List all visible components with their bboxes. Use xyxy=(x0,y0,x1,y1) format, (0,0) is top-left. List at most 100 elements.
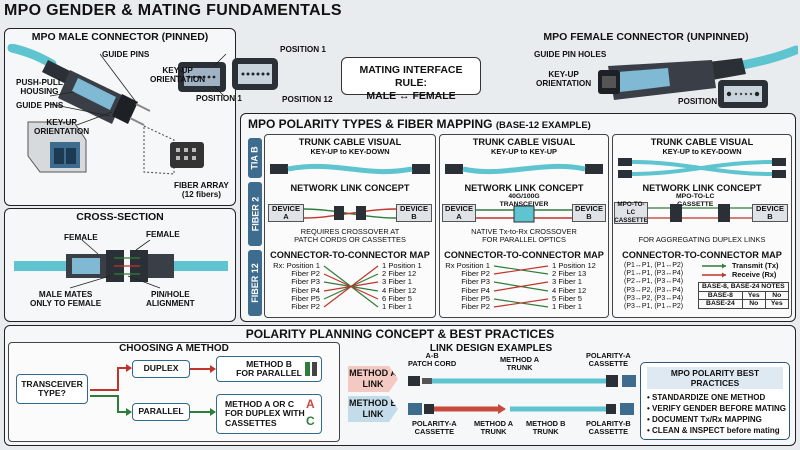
col3-link-visual xyxy=(648,204,752,222)
guide-pins-left-label: GUIDE PINS xyxy=(16,101,64,110)
female-connector-heading: MPO FEMALE CONNECTOR (UNPINNED) xyxy=(543,31,749,43)
duplex-box: DUPLEX xyxy=(132,360,190,378)
col1-link-visual xyxy=(304,206,396,220)
push-pull-label: PUSH-PULL HOUSING xyxy=(16,78,63,96)
col3-cassette-top: MPO-TO-LC CASSETTE xyxy=(676,193,715,209)
best-practice-item: • CLEAN & INSPECT before mating xyxy=(647,426,780,435)
col2-trunk-visual xyxy=(445,163,603,175)
col3-link-title: NETWORK LINK CONCEPT xyxy=(642,183,762,193)
key-up-top-label: KEY-UP ORIENTATION xyxy=(150,66,206,84)
method-b-line1: METHOD B xyxy=(246,358,292,369)
method-ac-box: METHOD A OR C FOR DUPLEX WITH CASSETTES xyxy=(216,394,322,434)
col2-device-a: DEVICE A xyxy=(442,204,476,222)
guide-holes-label: GUIDE PIN HOLES xyxy=(534,50,607,59)
method-ac-line2: FOR DUPLEX WITH CASSETTES xyxy=(225,408,305,428)
col1-map-right: 1 Position 1 2 Fiber 12 3 Fiber 1 4 Fibe… xyxy=(382,261,422,312)
col1-device-b: DEVICE B xyxy=(396,204,432,222)
female-connector-illustration xyxy=(598,45,798,108)
col1-trunk-visual xyxy=(270,163,430,175)
best-practices-box: MPO POLARITY BEST PRACTICES • STANDARDIZ… xyxy=(640,362,790,440)
male-connector-illustration xyxy=(7,44,227,175)
sidebar-fiber-12: FIBER 12 xyxy=(248,250,262,316)
notes-cell: Yes xyxy=(741,290,766,300)
female-key-up-label: KEY-UP ORIENTATION xyxy=(536,70,592,88)
parallel-box: PARALLEL xyxy=(132,403,190,421)
col3-trunk-sub: KEY-UP to KEY-DOWN xyxy=(662,147,742,156)
col2-map-title: CONNECTOR-TO-CONNECTOR MAP xyxy=(444,250,604,260)
pin-hole-label: PIN/HOLE ALIGNMENT xyxy=(146,290,195,308)
col3-device-b: DEVICE B xyxy=(752,204,788,222)
best-practice-item: • VERIFY GENDER BEFORE MATING xyxy=(647,404,786,413)
position-1-left-label: POSITION 1 xyxy=(196,94,242,103)
col3-map-title: CONNECTOR-TO-CONNECTOR MAP xyxy=(622,250,782,260)
sidebar-fiber-2: FIBER 2 xyxy=(248,182,262,246)
col3-trunk-title: TRUNK CABLE VISUAL xyxy=(650,137,754,147)
female-right-label: FEMALE xyxy=(146,230,180,239)
col2-map-left: Rx Position 1 Fiber P2 Fiber P3 Fiber P4… xyxy=(445,261,490,312)
method-a-link-visual xyxy=(408,375,636,387)
method-b-trunk-bottom-label: METHOD B TRUNK xyxy=(526,419,566,437)
method-a-trunk-bottom-label: METHOD A TRUNK xyxy=(474,419,514,437)
method-a-trunk-label: METHOD A TRUNK xyxy=(500,355,540,373)
col2-trunk-sub: KEY-UP to KEY-UP xyxy=(491,147,557,156)
transceiver-type-box: TRANSCEIVER TYPE? xyxy=(16,374,88,404)
col2-trunk-title: TRUNK CABLE VISUAL xyxy=(472,137,576,147)
col3-legend-lines xyxy=(702,263,726,278)
position-12-label: POSITION 12 xyxy=(282,95,333,104)
col3-cassette-left: MPO-TO-LC CASSETTE xyxy=(614,201,648,224)
letter-a: A xyxy=(306,397,315,411)
mating-rule-line2: MALE ↔ FEMALE xyxy=(366,90,456,102)
male-mates-label: MALE MATES ONLY TO FEMALE xyxy=(30,290,102,308)
col1-map-lines xyxy=(323,265,379,308)
position-2-label: POSITION 2 xyxy=(678,97,724,106)
col1-trunk-sub: KEY-UP to KEY-DOWN xyxy=(310,147,390,156)
method-b-link-visual xyxy=(408,403,634,415)
cross-section-illustration xyxy=(14,240,228,289)
col2-map-lines xyxy=(493,265,549,308)
ab-patch-label: A-B PATCH CORD xyxy=(408,351,457,369)
col3-legend-rx: Receive (Rx) xyxy=(732,270,777,279)
letter-c: C xyxy=(306,414,315,428)
polarity-a-bottom-label: POLARITY-A CASSETTE xyxy=(412,419,457,437)
method-ac-line1: METHOD A OR C xyxy=(225,398,295,409)
male-face-view xyxy=(232,58,278,90)
best-practice-item: • DOCUMENT Tx/Rx MAPPING xyxy=(647,415,762,424)
notes-cell: BASE-24 xyxy=(698,299,743,309)
col3-map-left: (P1↔P1, (P1↔P2) (P1↔P1, (P3↔P4) (P2↔P1, … xyxy=(624,262,684,311)
polarity-heading: MPO POLARITY TYPES & FIBER MAPPING (BASE… xyxy=(248,117,591,131)
cross-section-heading: CROSS-SECTION xyxy=(76,211,164,223)
method-b-link-tag: METHOD B LINK xyxy=(348,396,398,422)
link-heading: LINK DESIGN EXAMPLES xyxy=(429,343,553,354)
best-practices-heading: MPO POLARITY BEST PRACTICES xyxy=(647,367,783,389)
choose-heading: CHOOSING A METHOD xyxy=(119,343,229,354)
choose-flow-arrows xyxy=(90,364,216,416)
col2-link-visual xyxy=(476,205,572,223)
col3-trunk-visual xyxy=(618,158,786,178)
col2-map-right: 1 Position 12 2 Fiber 13 3 Fiber 1 4 Fib… xyxy=(552,261,596,312)
polarity-heading-suffix: (BASE-12 EXAMPLE) xyxy=(495,120,591,131)
page-title: MPO GENDER & MATING FUNDAMENTALS xyxy=(4,2,342,19)
polarity-heading-main: MPO POLARITY TYPES & FIBER MAPPING xyxy=(248,117,493,131)
polarity-b-bottom-label: POLARITY-B CASSETTE xyxy=(586,419,631,437)
sidebar-tia-b: TIA B xyxy=(248,138,262,178)
col1-map-title: CONNECTOR-TO-CONNECTOR MAP xyxy=(270,250,430,260)
guide-pins-top-label: GUIDE PINS xyxy=(102,50,150,59)
female-left-label: FEMALE xyxy=(64,233,98,242)
method-b-icon xyxy=(305,362,317,376)
col1-map-left: Rx: Position 1 Fiber P2 Fiber P3 Fiber P… xyxy=(273,261,320,312)
mating-rule-box: MATING INTERFACE RULE: MALE ↔ FEMALE xyxy=(341,57,481,102)
fiber-array-label: FIBER ARRAY (12 fibers) xyxy=(174,181,229,199)
col2-device-b: DEVICE B xyxy=(572,204,606,222)
method-b-line2: FOR PARALLEL xyxy=(236,368,302,378)
method-b-box: METHOD B FOR PARALLEL xyxy=(216,356,322,382)
position-1-label: POSITION 1 xyxy=(280,45,326,54)
mating-rule-line1: MATING INTERFACE RULE: xyxy=(359,64,463,89)
col1-trunk-title: TRUNK CABLE VISUAL xyxy=(298,137,402,147)
col1-link-note: REQUIRES CROSSOVER AT PATCH CORDS OR CAS… xyxy=(294,227,406,245)
key-up-left-label: KEY-UP ORIENTATION xyxy=(34,118,90,136)
best-practice-item: • STANDARDIZE ONE METHOD xyxy=(647,393,766,402)
notes-cell: BASE-8 xyxy=(698,290,743,300)
col2-link-note: NATIVE Tx-to-Rx CROSSOVER FOR PARALLEL O… xyxy=(471,227,577,245)
notes-cell: Yes xyxy=(764,299,789,309)
